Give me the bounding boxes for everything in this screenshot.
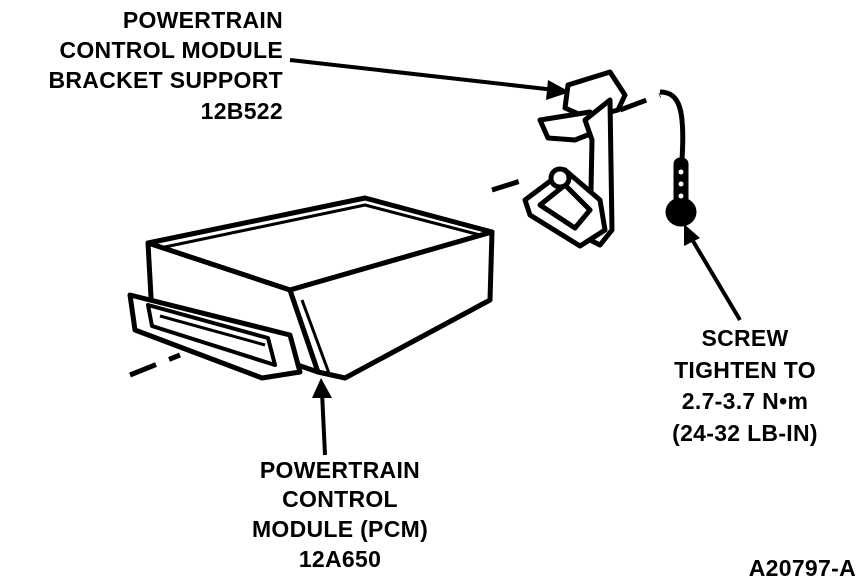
figure-id: A20797-A [749,555,856,581]
bracket-label-line: BRACKET SUPPORT [48,67,283,93]
bracket-label-line: POWERTRAIN [123,7,283,33]
pcm-label-line: MODULE (PCM) [252,516,428,542]
screw-drawing [659,89,697,227]
screw-torque-metric: 2.7-3.7 N•m [682,388,808,414]
pcm-module-drawing [127,195,495,381]
screw-label-line: SCREW [701,325,788,351]
bracket-part-number: 12B522 [201,98,283,124]
screw-torque-imperial: (24-32 LB-IN) [672,420,818,446]
pcm-part-number: 12A650 [299,546,381,572]
alignment-dashed-lines [129,92,661,378]
pcm-label: POWERTRAIN CONTROL MODULE (PCM) 12A650 [252,457,428,572]
bracket-label-line: CONTROL MODULE [59,37,283,63]
screw-label: SCREW TIGHTEN TO 2.7-3.7 N•m (24-32 LB-I… [672,325,818,446]
pcm-label-line: POWERTRAIN [260,457,420,483]
leader-arrows [289,58,742,456]
bracket-support-drawing [522,69,628,249]
screw-label-line: TIGHTEN TO [674,357,816,383]
bracket-label: POWERTRAIN CONTROL MODULE BRACKET SUPPOR… [48,7,283,124]
pcm-label-line: CONTROL [282,486,398,512]
